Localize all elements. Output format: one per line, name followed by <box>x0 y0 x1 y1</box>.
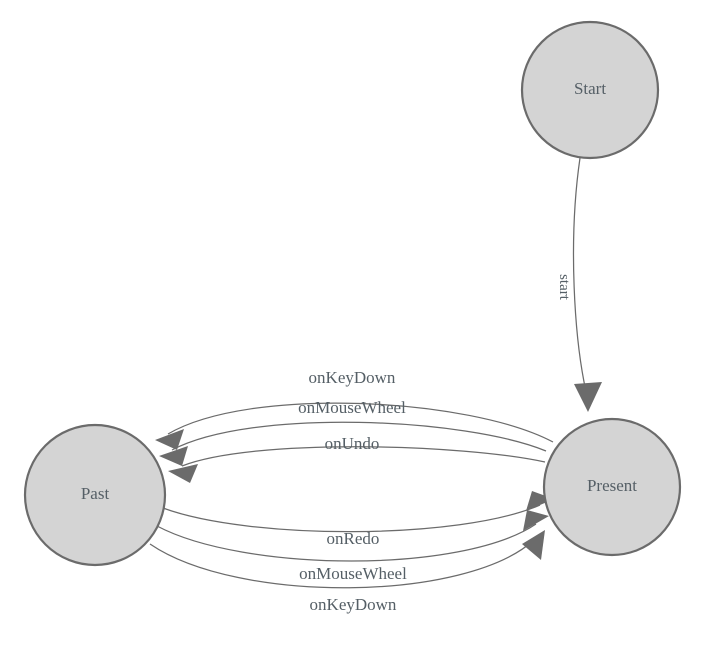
node-present-circle <box>542 417 682 557</box>
edge-present-to-past-onmousewheel-arrowhead <box>159 446 188 466</box>
edge-start-to-present-label: start <box>556 274 572 301</box>
edge-past-to-present-onkeydown-label: onKeyDown <box>310 595 397 614</box>
node-present[interactable]: Present <box>542 417 682 557</box>
edge-present-to-past-onmousewheel-label: onMouseWheel <box>298 398 406 417</box>
node-start-label: Start <box>574 79 606 98</box>
edge-past-to-present-onmousewheel-path <box>156 523 537 562</box>
edge-start-to-present-arrowhead <box>574 382 602 412</box>
edge-past-to-present-onkeydown-path <box>149 539 535 589</box>
edge-past-to-present-onredo-path <box>162 504 541 533</box>
edge-past-to-present-onmousewheel-label: onMouseWheel <box>299 564 407 583</box>
edge-past-to-present-onredo-label: onRedo <box>327 529 380 548</box>
edge-past-to-present-onredo[interactable]: onRedo <box>162 491 554 548</box>
node-past-label: Past <box>81 484 110 503</box>
edge-present-to-past-onundo-label: onUndo <box>325 434 380 453</box>
edge-past-to-present-onmousewheel-arrowhead <box>523 510 549 531</box>
edge-past-to-present-onmousewheel[interactable]: onMouseWheel <box>156 510 549 583</box>
edge-present-to-past-onundo-arrowhead <box>168 464 198 483</box>
edge-past-to-present-onkeydown-arrowhead <box>522 530 545 560</box>
edge-start-to-present[interactable]: start <box>556 157 602 412</box>
edge-present-to-past-onkeydown-label: onKeyDown <box>309 368 396 387</box>
edge-present-to-past-onmousewheel[interactable]: onMouseWheel <box>159 398 547 466</box>
node-start-circle <box>520 20 660 160</box>
edge-present-to-past-onmousewheel-path <box>171 421 547 452</box>
edge-past-to-present-onredo-arrowhead <box>526 491 554 511</box>
edge-start-to-present-path <box>572 157 588 397</box>
edge-present-to-past-onkeydown[interactable]: onKeyDown <box>155 368 554 450</box>
edge-present-to-past-onundo[interactable]: onUndo <box>168 434 546 483</box>
node-past[interactable]: Past <box>23 423 167 567</box>
edge-present-to-past-onkeydown-arrowhead <box>155 429 184 450</box>
node-past-circle <box>23 423 167 567</box>
edge-past-to-present-onkeydown[interactable]: onKeyDown <box>149 530 545 614</box>
node-present-label: Present <box>587 476 637 495</box>
node-start[interactable]: Start <box>520 20 660 160</box>
edge-present-to-past-onkeydown-path <box>167 402 554 443</box>
edge-present-to-past-onundo-path <box>181 446 546 467</box>
